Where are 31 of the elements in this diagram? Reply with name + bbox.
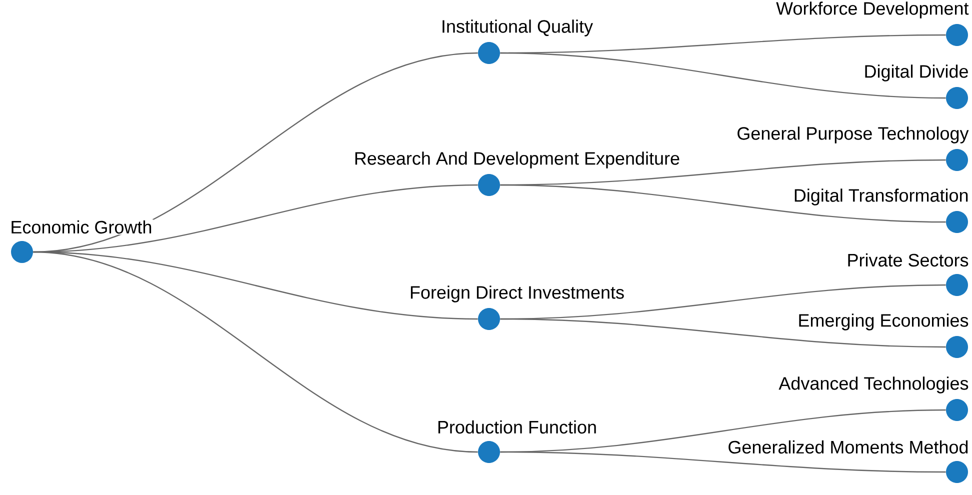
tree-node-dot [11,241,34,263]
node-label: Foreign Direct Investments [408,284,626,304]
tree-node-dot [946,461,968,483]
node-label: Economic Growth [9,219,154,235]
node-label: Digital Divide [862,64,970,82]
tree-link [500,184,946,223]
tree-node-dot [478,441,500,463]
tree-link [500,318,946,348]
node-label: Production Function [436,419,598,435]
node-label: Workforce Development [775,0,970,20]
tree-node-dot [946,149,968,171]
tree-node-dot [946,274,968,296]
tree-node-dot [946,211,968,233]
tree-node-dot [946,24,968,46]
tree-node-dot [946,399,968,421]
node-label: Advanced Technologies [778,376,970,394]
tree-node-dot [478,42,500,64]
node-label: Generalized Moments Method [726,439,970,455]
tree-node-dot [478,174,500,196]
node-label: Private Sectors [846,252,970,268]
node-label: Emerging Economies [796,312,970,332]
tree-link [33,251,478,453]
tree-node-dot [946,336,968,358]
node-label: General Purpose Technology [736,126,970,144]
tree-node-dot [478,308,500,330]
tree-node-dot [946,87,968,109]
node-label: Digital Transformation [792,188,970,206]
tree-link [500,52,946,99]
node-label: Institutional Quality [440,18,594,38]
tree-link [500,451,946,473]
node-label: Research And Development Expenditure [352,150,682,170]
